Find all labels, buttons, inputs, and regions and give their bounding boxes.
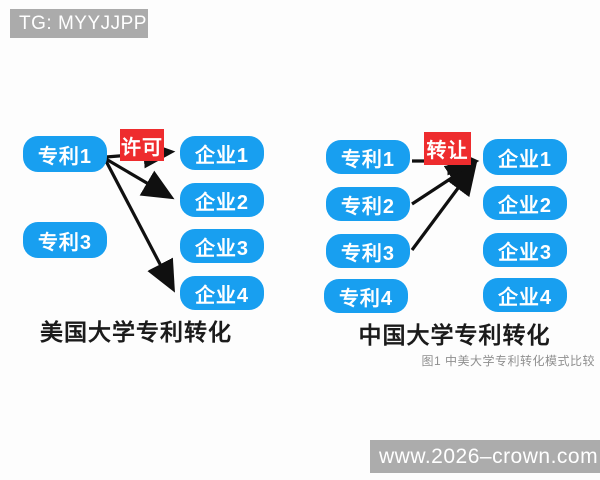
cn-enterprise-4-node: 企业4 bbox=[483, 278, 567, 312]
cn-patent-3-node: 专利3 bbox=[326, 234, 410, 268]
cn-mode-label-transfer: 转让 bbox=[424, 132, 471, 165]
edge-us-patent1-enterprise4 bbox=[104, 160, 175, 293]
cn-enterprise-1-node: 企业1 bbox=[483, 139, 567, 175]
us-enterprise-1-node: 企业1 bbox=[180, 136, 264, 170]
us-mode-label-license: 许可 bbox=[120, 129, 164, 161]
figure-number-caption: 图1 中美大学专利转化模式比较 bbox=[421, 354, 595, 368]
cn-patent-2-node: 专利2 bbox=[326, 187, 410, 221]
edge-cn-patent3-enterprise1 bbox=[410, 162, 477, 251]
cn-patent-1-node: 专利1 bbox=[326, 140, 410, 174]
cn-enterprise-3-node: 企业3 bbox=[483, 233, 567, 267]
us-diagram-caption: 美国大学专利转化 bbox=[40, 319, 232, 345]
telegram-badge: TG: MYYJJPP bbox=[10, 9, 148, 38]
cn-patent-4-node: 专利4 bbox=[324, 279, 408, 313]
us-enterprise-3-node: 企业3 bbox=[180, 229, 264, 263]
edge-us-patent1-enterprise2 bbox=[105, 157, 175, 200]
edge-cn-patent2-enterprise1 bbox=[411, 160, 479, 206]
watermark-url: www.2026–crown.com bbox=[370, 440, 600, 473]
cn-diagram-caption: 中国大学专利转化 bbox=[358, 322, 551, 348]
us-patent-1-node: 专利1 bbox=[23, 136, 107, 172]
cn-enterprise-2-node: 企业2 bbox=[483, 186, 567, 220]
us-enterprise-4-node: 企业4 bbox=[180, 276, 264, 310]
us-enterprise-2-node: 企业2 bbox=[180, 183, 264, 217]
us-patent-3-node: 专利3 bbox=[23, 222, 107, 258]
